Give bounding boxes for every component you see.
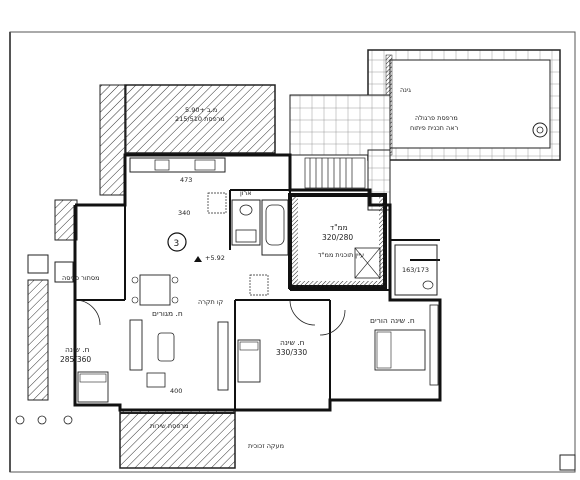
hatched-terrace-bottom: מרפסת שירות מעקה זכוכית xyxy=(119,409,284,469)
tiled-walkway xyxy=(289,94,391,156)
dining-table xyxy=(139,274,171,306)
unit-number: 3 xyxy=(174,239,180,249)
terrace-size: מרפסת 215/510 xyxy=(175,115,225,123)
balcony-label: מרפסת שירות xyxy=(150,422,188,430)
storage-label: מסתור כביסה xyxy=(62,274,100,282)
living-area: 3 +5.92 ח. מגורים קו תקרה 400 xyxy=(129,192,269,395)
ceiling-line: קו תקרה xyxy=(198,298,224,306)
sofa xyxy=(129,319,143,371)
unit-number-circle xyxy=(167,232,187,252)
master-bedroom: ח. שינה הורים xyxy=(319,304,439,386)
bedroom-left-size: 285/360 xyxy=(60,355,91,364)
tv-unit xyxy=(217,321,229,391)
pergola-label: מרפסת פרגולה xyxy=(415,114,458,122)
bathroom-2 xyxy=(261,199,289,256)
dim-340: 340 xyxy=(178,209,190,217)
garden-label: גינה xyxy=(400,86,411,94)
glass-rail: מעקה זכוכית xyxy=(248,442,284,450)
mamad-room: ממ"ד 320/280 עיין תוכנית ממ"ד xyxy=(288,193,387,289)
mamad-note: עיין תוכנית ממ"ד xyxy=(318,251,364,259)
pergola-terrace: מרפסת פרגולה ראה תכנית פיתוח xyxy=(367,49,561,161)
living-name: ח. מגורים xyxy=(152,309,183,318)
exterior-walls xyxy=(73,153,442,412)
armchair xyxy=(146,372,166,388)
left-service: מסתור כביסה xyxy=(27,254,100,401)
coffee-table xyxy=(157,332,175,362)
master-bedroom-name: ח. שינה הורים xyxy=(370,316,415,325)
pergola-note: ראה תכנית פיתוח xyxy=(410,124,459,132)
left-wall-strip xyxy=(54,199,78,241)
ac-unit-label: ארון xyxy=(240,189,252,197)
hatched-terrace-top: מ.ב +5.90 מרפסת 215/510 xyxy=(99,84,276,196)
kitchen-dims: 473 xyxy=(180,176,192,184)
sheet-frame xyxy=(9,31,576,473)
kitchen-counter: 473 xyxy=(129,157,226,184)
mamad-size: 320/280 xyxy=(322,233,353,242)
bedroom-left-name: ח. שינה xyxy=(65,345,90,354)
bathroom-1 xyxy=(231,199,261,246)
small-room-size: 163/173 xyxy=(402,266,429,274)
bedroom-middle-name: ח. שינה xyxy=(280,338,305,347)
section-markers xyxy=(15,415,576,471)
small-bath-right: 163/173 xyxy=(394,244,438,296)
level-marker: +5.92 xyxy=(205,254,225,262)
bedroom-left: ח. שינה 285/360 xyxy=(60,299,109,403)
terrace-sign: מ.ב +5.90 xyxy=(185,106,217,114)
bedroom-middle: ח. שינה 330/330 xyxy=(237,299,316,383)
stair-core xyxy=(304,157,366,189)
mamad-name: ממ"ד xyxy=(330,223,348,232)
dim-400: 400 xyxy=(170,387,182,395)
bedroom-middle-size: 330/330 xyxy=(276,348,307,357)
